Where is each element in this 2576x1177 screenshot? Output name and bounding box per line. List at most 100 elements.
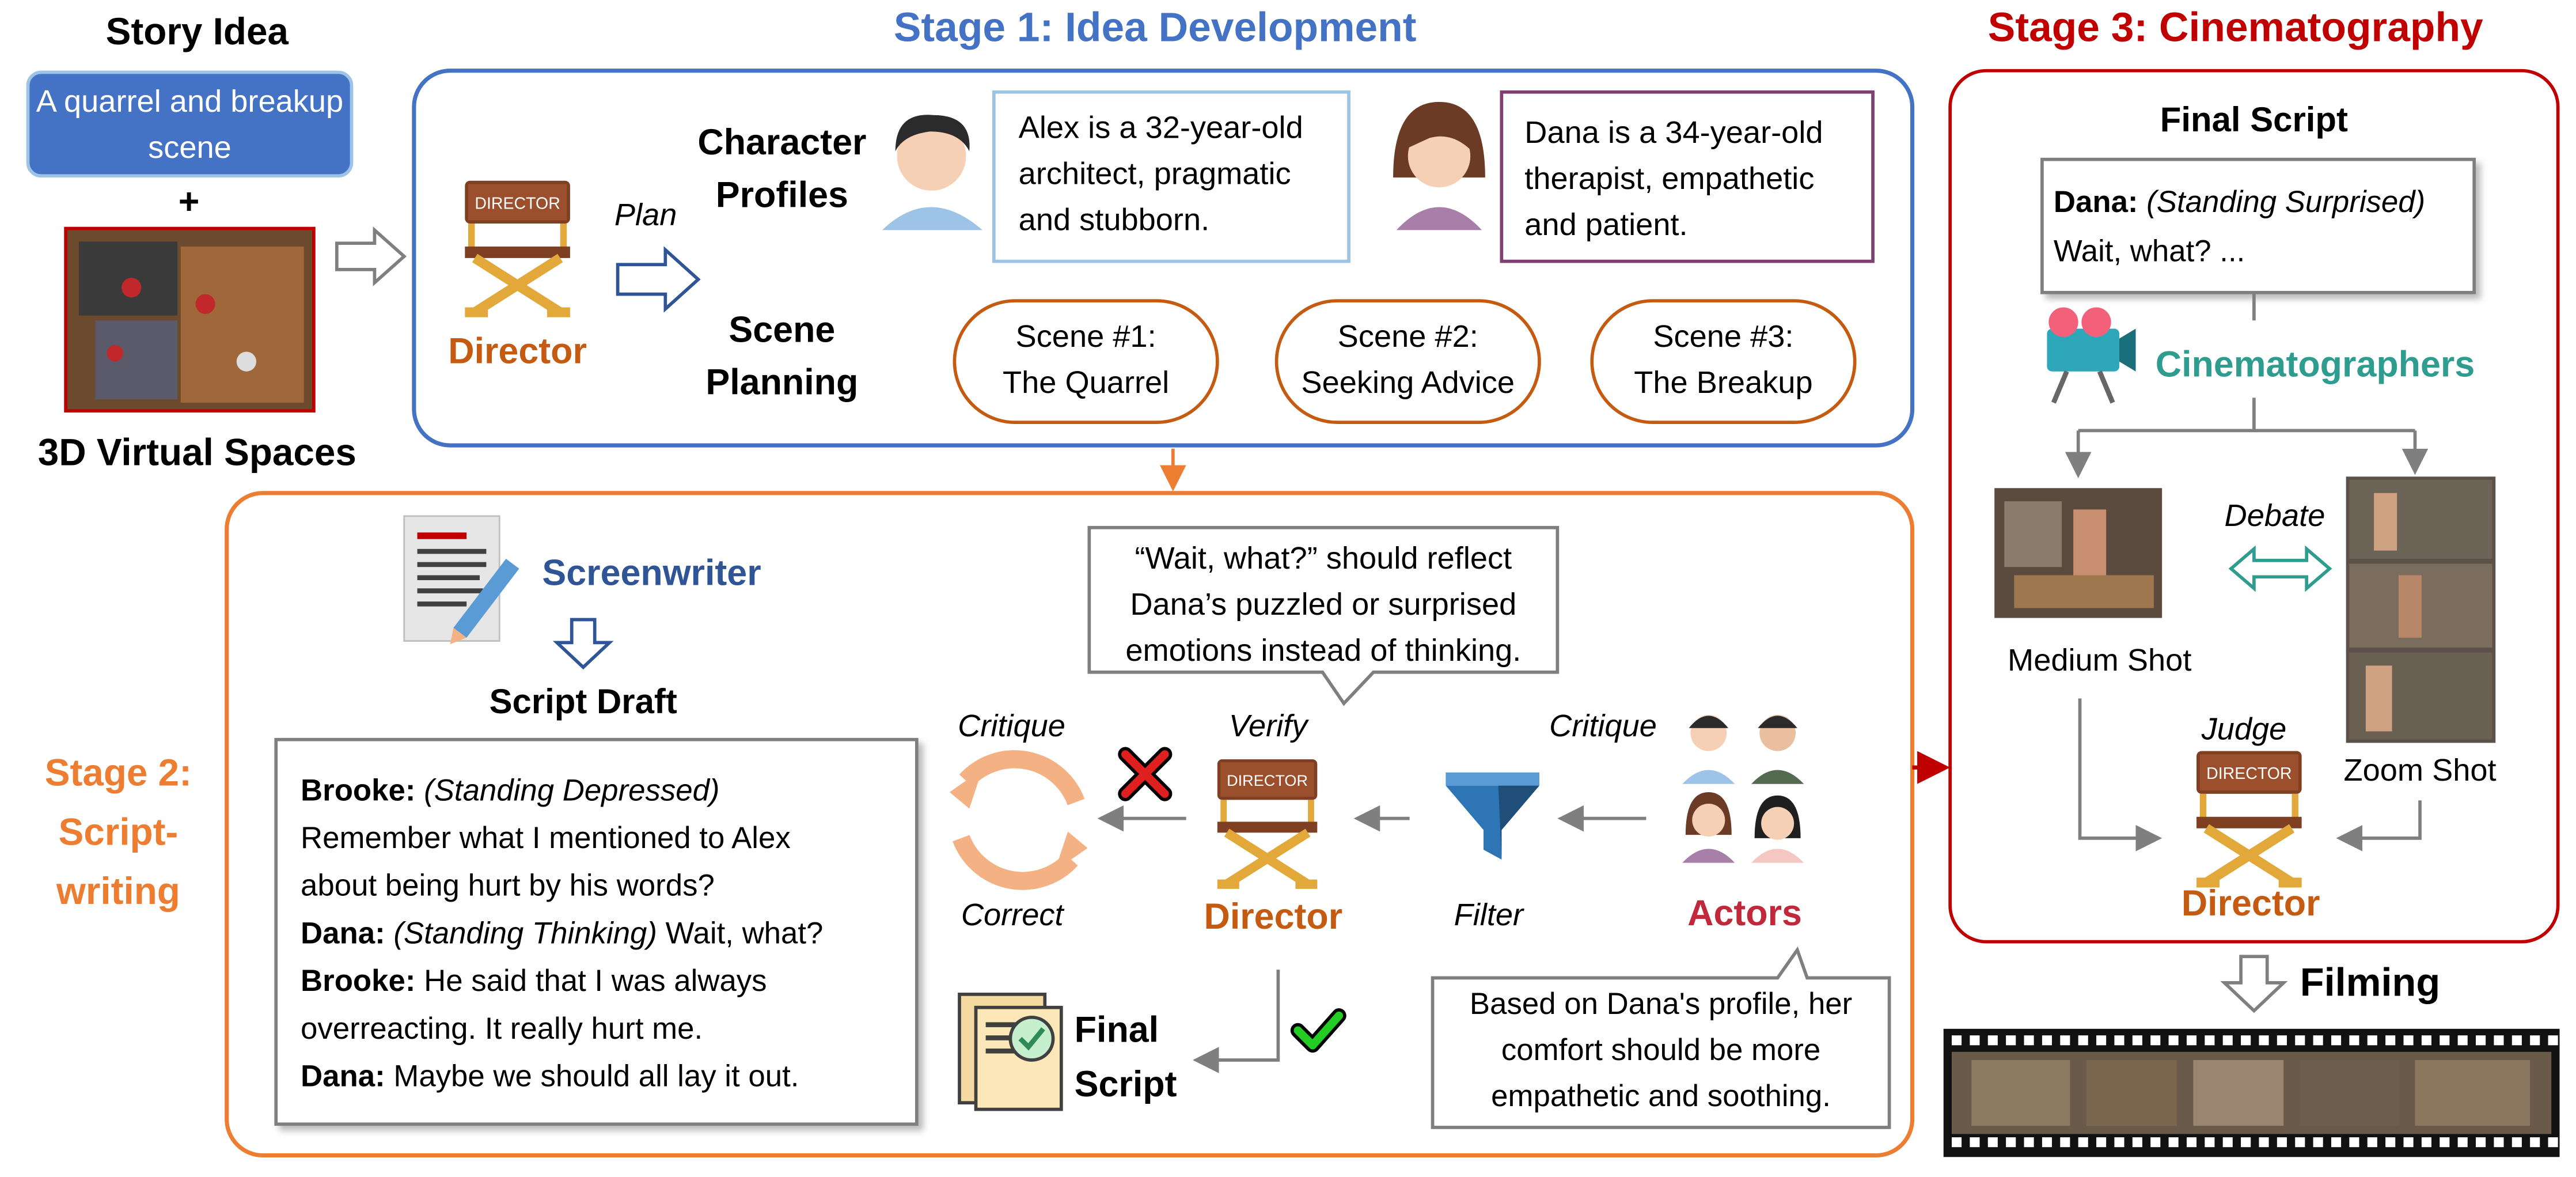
cinematographers-label: Cinematographers bbox=[2155, 343, 2475, 385]
stage3-title: Stage 3: Cinematography bbox=[1987, 5, 2483, 51]
film-hole bbox=[2006, 1137, 2016, 1148]
final-script-icon bbox=[958, 993, 1063, 1111]
director-chair-icon: DIRECTOR bbox=[1217, 759, 1318, 889]
dana-line: Dana is a 34-year-old bbox=[1524, 116, 1823, 152]
dana-line: therapist, empathetic bbox=[1524, 162, 1815, 198]
judge-label: Judge bbox=[2201, 713, 2287, 748]
actors-label: Actors bbox=[1687, 892, 1802, 934]
plus-sign: + bbox=[178, 180, 200, 222]
film-hole bbox=[2457, 1137, 2468, 1148]
dialogue: He said that I was always bbox=[415, 963, 767, 998]
scene-1-number: Scene #1: bbox=[1015, 320, 1156, 355]
alex-profile-box bbox=[992, 90, 1350, 263]
stage3-script-text: Dana: (Standing Surprised) Wait, what? .… bbox=[2054, 177, 2425, 276]
scene-2-oval bbox=[1274, 299, 1541, 424]
script-draft-line: overreacting. It really hurt me. bbox=[301, 1004, 823, 1052]
dialogue: Wait, what? ... bbox=[2053, 233, 2245, 268]
critique-label-right: Critique bbox=[1549, 710, 1657, 745]
film-hole bbox=[2440, 1035, 2450, 1046]
arrow-to-stage1 bbox=[335, 226, 407, 287]
dialogue: overreacting. It really hurt me. bbox=[301, 1011, 703, 1046]
film-hole bbox=[2132, 1035, 2142, 1046]
film-hole bbox=[2150, 1137, 2161, 1148]
film-hole bbox=[2367, 1035, 2377, 1046]
film-hole bbox=[1987, 1137, 1998, 1148]
scene-3-oval bbox=[1590, 299, 1857, 424]
film-hole bbox=[2421, 1035, 2431, 1046]
correct-label: Correct bbox=[961, 899, 1064, 934]
film-hole bbox=[2096, 1035, 2107, 1046]
dialogue: about being hurt by his words? bbox=[301, 868, 715, 903]
script-draft-label: Script Draft bbox=[489, 683, 677, 722]
film-hole bbox=[2205, 1035, 2215, 1046]
scene-3-text: Scene #3:The Breakup bbox=[1592, 316, 1854, 408]
dialogue: Maybe we should all lay it out. bbox=[385, 1058, 799, 1093]
stage3-director-label: Director bbox=[2181, 882, 2320, 924]
svg-text:DIRECTOR: DIRECTOR bbox=[2206, 765, 2292, 783]
film-hole bbox=[1970, 1137, 1980, 1148]
film-hole bbox=[2078, 1035, 2088, 1046]
stage2-title: Stage 2: Script- writing bbox=[20, 743, 217, 920]
scene-1-oval bbox=[953, 299, 1219, 424]
scene-3-number: Scene #3: bbox=[1653, 320, 1794, 355]
character-profiles-label: Character Profiles bbox=[677, 117, 887, 222]
scene-2-number: Scene #2: bbox=[1337, 320, 1478, 355]
film-hole bbox=[2403, 1035, 2414, 1046]
story-idea-box bbox=[26, 70, 354, 178]
alex-profile-text: Alex is a 32-year-old architect, pragmat… bbox=[1019, 107, 1303, 245]
film-hole bbox=[2385, 1035, 2396, 1046]
bubble-line: “Wait, what?” should reflect bbox=[1135, 542, 1512, 577]
speaker: Dana: bbox=[301, 915, 385, 950]
svg-text:DIRECTOR: DIRECTOR bbox=[475, 194, 560, 213]
film-hole bbox=[2222, 1035, 2233, 1046]
script-draft-line: about being hurt by his words? bbox=[301, 861, 823, 909]
film-hole bbox=[2186, 1137, 2197, 1148]
film-hole bbox=[2277, 1035, 2287, 1046]
film-strip bbox=[1943, 1028, 2560, 1157]
character-label-line1: Character bbox=[697, 122, 867, 163]
stage3-final-script-title: Final Script bbox=[2160, 101, 2348, 140]
director-bubble bbox=[1087, 525, 1560, 706]
scene-1-title: The Quarrel bbox=[1003, 366, 1170, 402]
film-hole bbox=[1970, 1035, 1980, 1046]
film-hole bbox=[2349, 1137, 2359, 1148]
film-hole bbox=[2476, 1035, 2486, 1046]
script-draft-line: Brooke: (Standing Depressed) bbox=[301, 766, 823, 813]
speaker: Dana: bbox=[301, 1058, 385, 1093]
film-hole bbox=[2168, 1137, 2179, 1148]
script-draft-line: Remember what I mentioned to Alex bbox=[301, 813, 823, 861]
film-hole bbox=[1952, 1137, 1962, 1148]
film-hole bbox=[2403, 1137, 2414, 1148]
alex-line: Alex is a 32-year-old bbox=[1018, 111, 1303, 146]
film-hole bbox=[2295, 1137, 2305, 1148]
final-script-label-stage2: Final Script bbox=[1075, 1002, 1177, 1111]
film-hole bbox=[2494, 1035, 2504, 1046]
script-draft-text: Brooke: (Standing Depressed)Remember wha… bbox=[301, 766, 823, 1099]
story-idea-title: Story Idea bbox=[105, 10, 289, 53]
film-hole bbox=[1987, 1035, 1998, 1046]
bubble-line: comfort should be more bbox=[1501, 1032, 1821, 1067]
stage1-title: Stage 1: Idea Development bbox=[893, 5, 1417, 51]
film-hole bbox=[2367, 1137, 2377, 1148]
story-idea-text: A quarrel and breakup scene bbox=[36, 85, 344, 166]
cycle-arrow-bottom bbox=[953, 835, 1078, 890]
film-hole bbox=[2457, 1035, 2468, 1046]
reject-x-icon bbox=[1118, 747, 1173, 801]
screenwriter-arrow bbox=[552, 618, 614, 670]
speaker: Brooke: bbox=[301, 963, 416, 998]
film-hole bbox=[2259, 1137, 2269, 1148]
film-hole bbox=[2530, 1035, 2540, 1046]
film-hole bbox=[2096, 1137, 2107, 1148]
film-hole bbox=[2042, 1137, 2053, 1148]
medium-shot-label: Medium Shot bbox=[2008, 644, 2192, 679]
debate-arrow bbox=[2228, 545, 2332, 592]
final-label: Final bbox=[1074, 1009, 1159, 1050]
filming-label: Filming bbox=[2300, 961, 2441, 1006]
dana-avatar bbox=[1393, 101, 1485, 230]
director-chair-icon: DIRECTOR bbox=[465, 180, 570, 317]
film-hole bbox=[2313, 1035, 2323, 1046]
alex-avatar bbox=[882, 115, 982, 230]
film-hole bbox=[2548, 1137, 2558, 1148]
film-hole bbox=[2313, 1137, 2323, 1148]
filming-arrow bbox=[2220, 955, 2288, 1013]
